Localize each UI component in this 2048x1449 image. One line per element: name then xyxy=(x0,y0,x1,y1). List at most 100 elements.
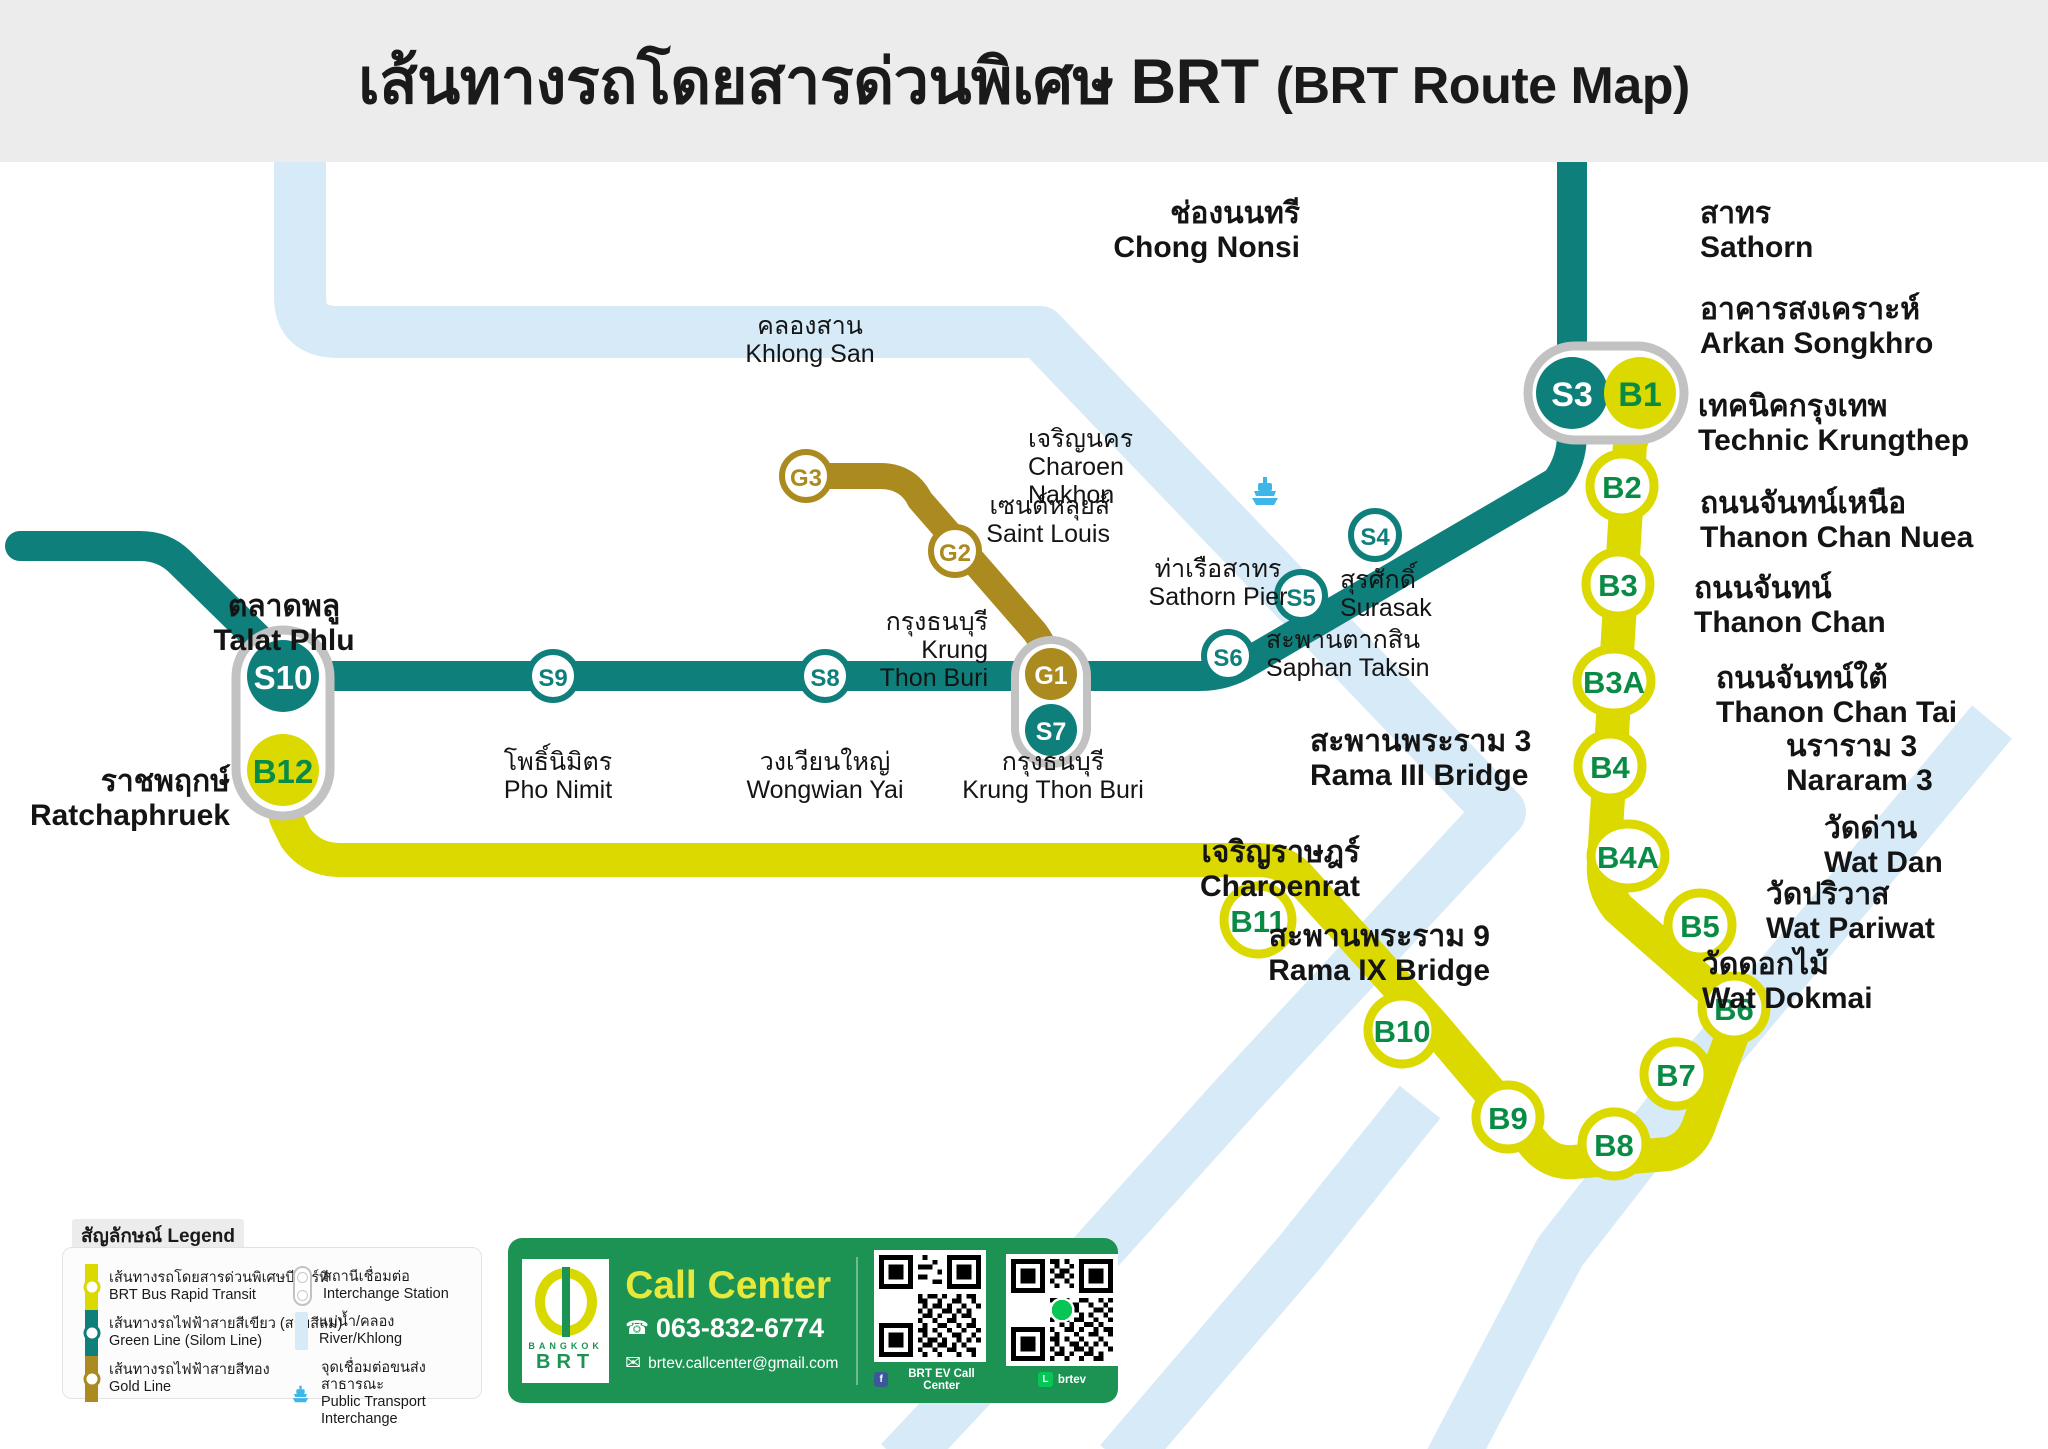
brt-station-markers[interactable]: B2 B3 B3A B4 B4A B5 xyxy=(1219,449,1771,1181)
envelope-icon: ✉ xyxy=(625,1353,642,1374)
station-b8[interactable]: B8 xyxy=(1577,1107,1651,1181)
station-s8[interactable]: S8 xyxy=(798,649,852,703)
divider xyxy=(856,1256,859,1385)
station-marker-s3[interactable] xyxy=(1536,357,1608,429)
interchange-icon xyxy=(293,1266,312,1306)
station-label-b11: สะพานพระราม 3 Rama III Bridge xyxy=(1310,725,1532,792)
svg-text:B9: B9 xyxy=(1488,1101,1528,1136)
call-center-email-row[interactable]: ✉ brtev.callcenter@gmail.com xyxy=(625,1352,838,1375)
svg-text:B5: B5 xyxy=(1680,909,1720,944)
station-label-b4: ถนนจันทน์ Thanon Chan xyxy=(1694,572,1886,639)
station-label-s9: โพธิ์นิมิตร Pho Nimit xyxy=(503,748,613,804)
station-label-b2: อาคารสงเคราะห์ Arkan Songkhro xyxy=(1700,293,1934,360)
legend-item-interchange: สถานีเชื่อมต่อ Interchange Station xyxy=(293,1266,449,1306)
legend-item-gold-line: เส้นทางรถไฟฟ้าสายสีทอง Gold Line xyxy=(83,1356,270,1402)
station-b3a[interactable]: B3A xyxy=(1572,644,1656,718)
ferry-icon xyxy=(1252,477,1278,505)
station-label-b6: วัดด่าน Wat Dan xyxy=(1824,812,1943,879)
call-center-email[interactable]: brtev.callcenter@gmail.com xyxy=(648,1354,839,1372)
qr-facebook[interactable]: f BRT EV Call Center xyxy=(874,1249,990,1392)
station-b10[interactable]: B10 xyxy=(1363,991,1441,1069)
svg-text:S5: S5 xyxy=(1286,585,1315,612)
svg-text:B2: B2 xyxy=(1602,470,1642,505)
river-branch-bottom xyxy=(1100,1085,1441,1449)
interchange-g1-s7[interactable]: G1 S7 xyxy=(1011,636,1091,768)
station-s6[interactable]: S6 xyxy=(1201,629,1255,683)
station-code-b1: B1 xyxy=(1618,376,1661,414)
station-label-s8: วงเวียนใหญ่ Wongwian Yai xyxy=(746,748,904,804)
station-label-b9: สะพานพระราม 9 Rama IX Bridge xyxy=(1268,920,1490,987)
station-s9[interactable]: S9 xyxy=(526,649,580,703)
route-map-canvas: S3 B1 B2 B3 B3A B4 B4A xyxy=(5,162,2012,1449)
station-marker-s10[interactable] xyxy=(247,640,319,712)
station-b9[interactable]: B9 xyxy=(1471,1080,1545,1154)
qr-line[interactable]: L brtev xyxy=(1005,1254,1118,1387)
station-b6[interactable]: B6 xyxy=(1697,971,1771,1045)
brt-logo-mark xyxy=(534,1266,597,1337)
station-label-g1: กรุงธนบุรี Krung Thon Buri xyxy=(879,608,988,692)
station-g2[interactable]: G2 xyxy=(928,524,982,578)
svg-text:B3A: B3A xyxy=(1583,665,1645,700)
station-label-b3: เทคนิคกรุงเทพ Technic Krungthep xyxy=(1698,390,1970,457)
qr-code-facebook[interactable] xyxy=(874,1249,987,1362)
poi-label-sathorn-pier: ท่าเรือสาทร Sathorn Pier xyxy=(1148,555,1288,611)
svg-text:B4: B4 xyxy=(1590,750,1630,785)
station-label-s7: กรุงธนบุรี Krung Thon Buri xyxy=(962,748,1144,804)
svg-text:G2: G2 xyxy=(939,540,971,567)
page-header: เส้นทางรถโดยสารด่วนพิเศษ BRT (BRT Route … xyxy=(0,0,2048,162)
station-b3[interactable]: B3 xyxy=(1581,547,1655,621)
station-label-s10: ตลาดพลู Talat Phlu xyxy=(213,590,355,657)
svg-text:S8: S8 xyxy=(810,665,839,692)
legend-item-brt-text: เส้นทางรถโดยสารด่วนพิเศษบีอาร์ที BRT Bus… xyxy=(109,1269,329,1303)
station-marker-b1[interactable] xyxy=(1604,357,1676,429)
bangkok-brt-logo: BANGKOK BRT xyxy=(522,1258,610,1383)
station-b11[interactable]: B11 xyxy=(1219,881,1297,959)
station-label-s6: สะพานตากสิน Saphan Taksin xyxy=(1266,626,1430,682)
call-center-phone[interactable]: 063-832-6774 xyxy=(655,1313,825,1343)
call-center-panel: BANGKOK BRT Call Center ☎ 063-832-6774 ✉… xyxy=(508,1238,1118,1403)
station-code-s3: S3 xyxy=(1551,376,1593,414)
station-s4[interactable]: S4 xyxy=(1348,508,1402,562)
station-b7[interactable]: B7 xyxy=(1639,1037,1713,1111)
brt-line-swatch xyxy=(83,1264,100,1310)
legend-item-gold-line-text: เส้นทางรถไฟฟ้าสายสีทอง Gold Line xyxy=(109,1361,270,1395)
station-label-b1: สาทร Sathorn xyxy=(1700,197,1814,264)
phone-icon: ☎ xyxy=(625,1318,649,1339)
interchange-s3-b1[interactable]: S3 B1 xyxy=(1523,341,1689,445)
legend-item-brt: เส้นทางรถโดยสารด่วนพิเศษบีอาร์ที BRT Bus… xyxy=(83,1264,329,1310)
svg-text:B4A: B4A xyxy=(1597,840,1659,875)
line-icon: L xyxy=(1037,1372,1053,1387)
station-b2[interactable]: B2 xyxy=(1585,449,1659,523)
call-center-phone-row[interactable]: ☎ 063-832-6774 xyxy=(625,1313,838,1344)
station-label-b3a: ถนนจันทน์เหนือ Thanon Chan Nuea xyxy=(1700,487,1974,554)
station-g3[interactable]: G3 xyxy=(779,449,833,503)
svg-text:S6: S6 xyxy=(1213,645,1242,672)
logo-brand-bottom: BRT xyxy=(536,1350,596,1373)
station-b4[interactable]: B4 xyxy=(1573,729,1647,803)
legend-item-public-transport: จุดเชื่อมต่อขนส่งสาธารณะ Public Transpor… xyxy=(291,1360,481,1428)
svg-text:B3: B3 xyxy=(1598,568,1638,603)
station-s5[interactable]: S5 xyxy=(1274,569,1328,623)
station-label-s5: สุรศักดิ์ Surasak xyxy=(1340,566,1432,622)
station-b4a[interactable]: B4A xyxy=(1586,819,1670,893)
interchange-s10-b12[interactable]: S10 B12 xyxy=(231,625,335,821)
station-code-g1: G1 xyxy=(1034,662,1067,690)
green-station-markers[interactable]: S4 S5 S6 S8 S9 xyxy=(526,508,1402,703)
station-b5[interactable]: B5 xyxy=(1663,888,1737,962)
qr-code-line[interactable] xyxy=(1005,1254,1118,1366)
station-marker-b12[interactable] xyxy=(247,734,319,806)
station-label-b5: นราราม 3 Nararam 3 xyxy=(1786,730,1933,797)
facebook-icon: f xyxy=(874,1372,888,1387)
gold-station-markers[interactable]: G3 G2 xyxy=(779,449,982,578)
station-marker-g1[interactable] xyxy=(1025,648,1077,700)
legend-panel: เส้นทางรถโดยสารด่วนพิเศษบีอาร์ที BRT Bus… xyxy=(62,1247,482,1427)
logo-brand-top: BANGKOK xyxy=(528,1340,603,1351)
svg-text:B10: B10 xyxy=(1374,1014,1431,1049)
green-line-route xyxy=(5,162,1587,691)
call-center-info: Call Center ☎ 063-832-6774 ✉ brtev.callc… xyxy=(625,1266,838,1375)
station-label-g3: คลองสาน Khlong San xyxy=(745,312,875,368)
station-marker-s7[interactable] xyxy=(1025,704,1077,756)
legend-item-interchange-text: สถานีเชื่อมต่อ Interchange Station xyxy=(323,1268,449,1302)
green-line-path xyxy=(5,162,1587,691)
page-title-english: (BRT Route Map) xyxy=(1275,57,1691,115)
